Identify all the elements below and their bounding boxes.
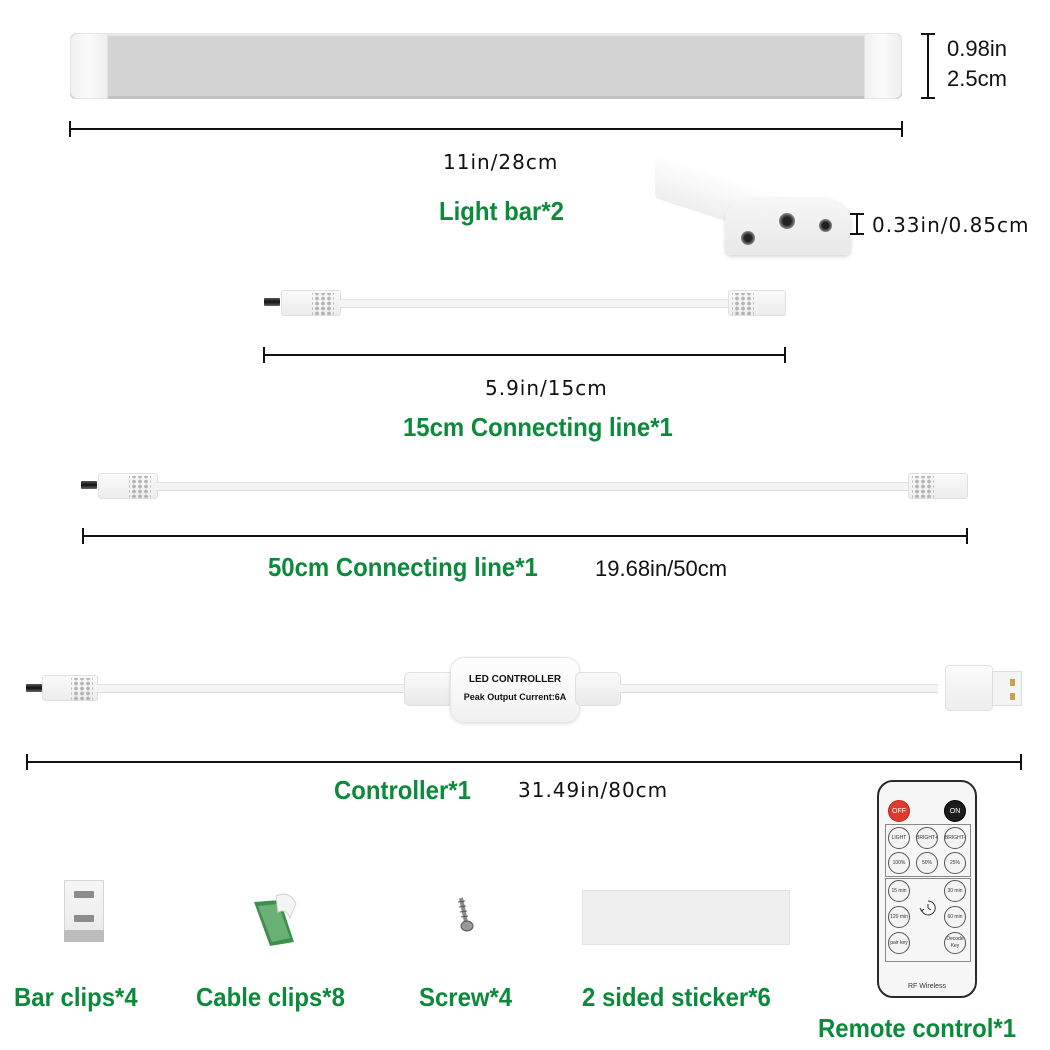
screw-icon [457,897,474,932]
light-bar-length-dimension: 11in/28cm [443,150,559,174]
controller-boot-right [575,672,621,706]
remote-button-120min: 120 min [888,906,910,928]
line-50cm-dimension: 19.68in/50cm [595,556,728,581]
female-plug-icon [908,473,968,499]
light-bar-image [70,33,902,99]
controller-box-subtitle: Peak Output Current:6A [463,692,567,702]
female-plug-icon [728,290,786,316]
light-bar-length-line [69,121,903,137]
light-bar-label: Light bar*2 [439,196,564,226]
remote-button-15min: 15 min [888,880,910,902]
remote-button-bright-up: BRIGHT+ [916,827,938,849]
thickness-dimension: 0.33in/0.85cm [872,213,1030,237]
line-50cm-label: 50cm Connecting line*1 [268,552,538,582]
line-15cm-dimension: 5.9in/15cm [485,376,608,400]
usb-connector-icon [992,671,1022,706]
controller-length-line [26,754,1022,770]
remote-footer-text: RF Wireless [907,983,947,990]
line-50cm-length-line [82,528,968,544]
accessory-label-screw: Screw*4 [419,982,513,1012]
cable-clip-icon [254,893,297,946]
remote-on-button: ON [944,800,966,822]
male-plug-icon [42,675,98,701]
remote-button-60min: 60 min [944,906,966,928]
line-15cm-label: 15cm Connecting line*1 [403,412,673,442]
connector-hole-icon [741,231,755,245]
remote-button-light: LIGHT [888,827,910,849]
remote-button-50: 50% [916,852,938,874]
light-bar-end-cap [725,197,851,255]
usb-plug-icon [945,665,993,711]
remote-button-bright-down: BRIGHT- [944,827,966,849]
light-bar-end-cap-right [864,33,902,99]
remote-control-label: Remote control*1 [818,1013,1017,1043]
line-15cm-length-line [263,347,786,363]
male-plug-icon [98,473,158,499]
controller-label: Controller*1 [334,775,471,805]
light-bar-end-cap-left [70,33,108,99]
remote-timer-group [885,878,971,962]
height-dimension-line [921,33,935,99]
controller-dimension: 31.49in/80cm [518,778,669,802]
accessory-label-bar-clips: Bar clips*4 [14,982,138,1012]
dc-pin-icon [26,684,42,692]
bar-clip-icon [64,880,104,942]
light-bar-end-view [655,152,851,255]
height-dimension-cm: 2.5cm [947,66,1007,91]
timer-clock-icon [919,900,936,916]
controller-boot-left [404,672,454,706]
dc-pin-icon [264,298,280,306]
remote-button-25: 25% [944,852,966,874]
connector-hole-icon [819,219,832,232]
dc-pin-icon [81,481,97,489]
remote-control-image: OFF ON LIGHT BRIGHT+ BRIGHT- 100% 50% 25… [877,780,977,998]
controller-box-title: LED CONTROLLER [468,674,562,685]
height-dimension-in: 0.98in [947,36,1007,61]
remote-button-pair-key: pair key [888,932,910,954]
thickness-dimension-line [850,213,864,235]
led-controller-box: LED CONTROLLER Peak Output Current:6A [450,657,580,723]
connector-hole-icon [779,213,795,229]
remote-brightness-group [885,824,971,877]
sticker-icon [582,890,790,945]
accessory-label-sticker: 2 sided sticker*6 [582,982,771,1012]
remote-off-button: OFF [888,800,910,822]
male-plug-icon [281,290,341,316]
remote-button-100: 100% [888,852,910,874]
remote-button-30min: 30 min [944,880,966,902]
accessory-label-cable-clips: Cable clips*8 [196,982,345,1012]
remote-button-decode-key: Decode Key [944,932,966,954]
